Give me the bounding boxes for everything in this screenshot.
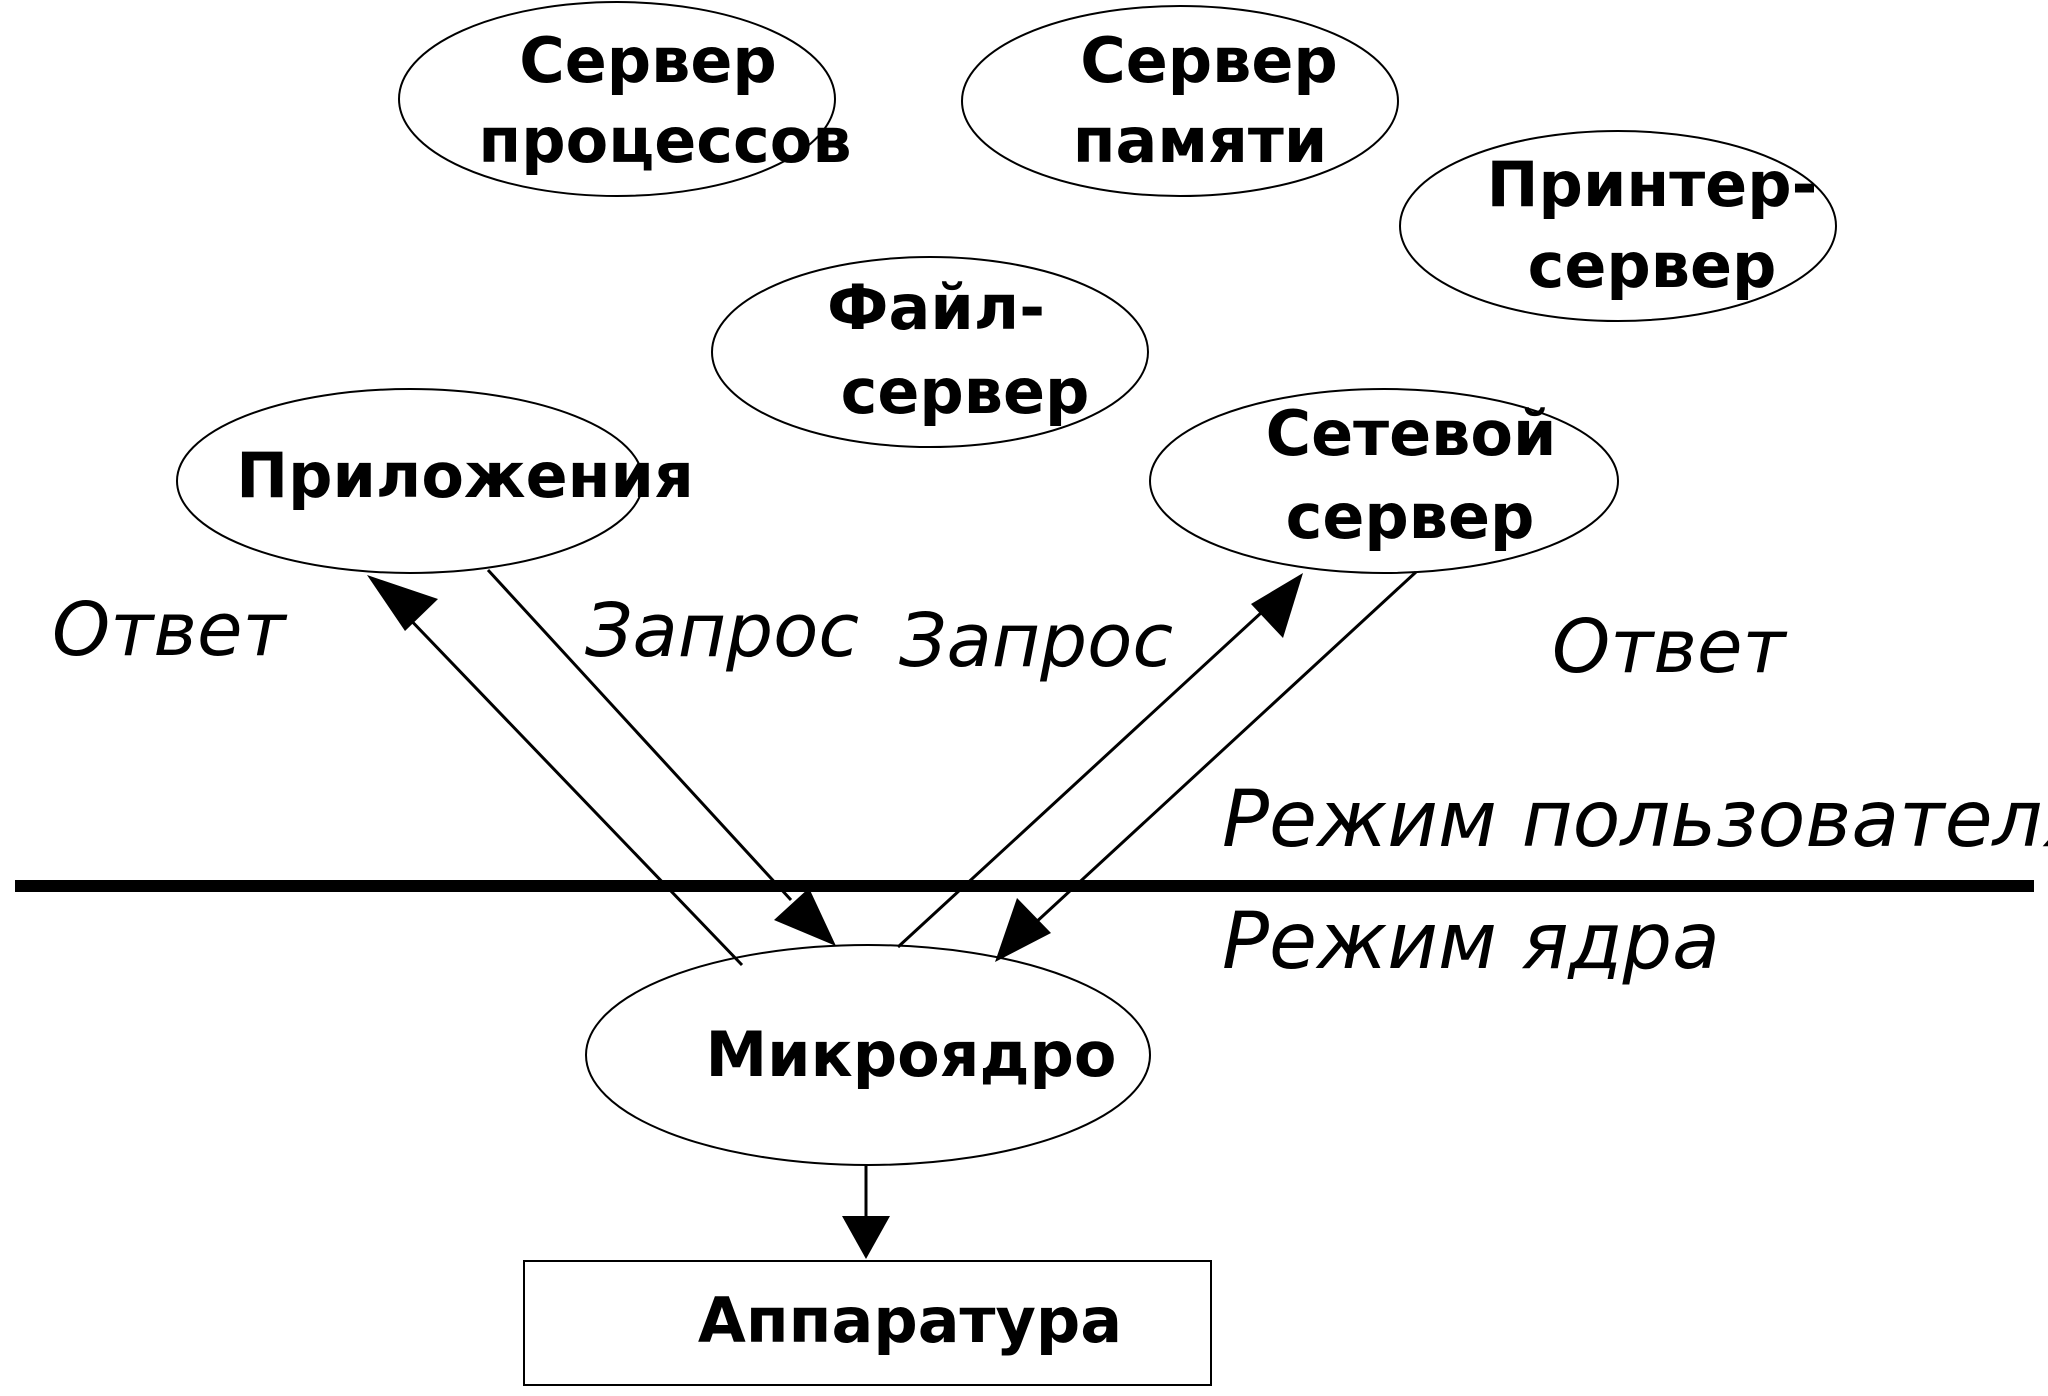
response-arrow-to-applications bbox=[367, 575, 744, 967]
file-server-label-line1: Файл- bbox=[827, 271, 1045, 344]
memory-server-label-line2: памяти bbox=[1073, 104, 1328, 177]
request-arrow-from-applications bbox=[486, 568, 836, 946]
microkernel-label: Микроядро bbox=[705, 1018, 1116, 1091]
process-server-node: Сервер процессов bbox=[398, 1, 852, 197]
applications-node: Приложения bbox=[176, 388, 694, 574]
request-label-right: Запрос bbox=[899, 598, 1173, 684]
file-server-node: Файл- сервер bbox=[711, 256, 1149, 448]
process-server-label-line1: Сервер bbox=[519, 24, 777, 97]
microkernel-to-hardware-arrow bbox=[842, 1165, 890, 1259]
user-mode-label: Режим пользователя bbox=[1222, 775, 2048, 865]
memory-server-label-line1: Сервер bbox=[1080, 24, 1338, 97]
printer-server-label-line2: сервер bbox=[1528, 229, 1777, 302]
network-server-label-line1: Сетевой bbox=[1266, 397, 1557, 470]
network-server-node: Сетевой сервер bbox=[1149, 388, 1619, 574]
printer-server-label-line1: Принтер- bbox=[1487, 148, 1818, 221]
hardware-node: Аппаратура bbox=[523, 1260, 1212, 1386]
request-arrow-to-network-server bbox=[896, 573, 1303, 949]
response-arrow-from-network-server bbox=[995, 570, 1418, 962]
memory-server-node: Сервер памяти bbox=[961, 5, 1399, 197]
file-server-label-line2: сервер bbox=[841, 355, 1090, 428]
request-label-left: Запрос bbox=[585, 588, 859, 674]
microkernel-node: Микроядро bbox=[585, 944, 1151, 1166]
hardware-label: Аппаратура bbox=[698, 1284, 1122, 1357]
response-label-left: Ответ bbox=[52, 587, 287, 673]
network-server-label-line2: сервер bbox=[1286, 480, 1535, 553]
applications-label: Приложения bbox=[236, 439, 694, 512]
response-label-right: Ответ bbox=[1552, 604, 1787, 690]
kernel-mode-label: Режим ядра bbox=[1222, 897, 1720, 987]
process-server-label-line2: процессов bbox=[478, 104, 851, 177]
printer-server-node: Принтер- сервер bbox=[1399, 130, 1837, 322]
